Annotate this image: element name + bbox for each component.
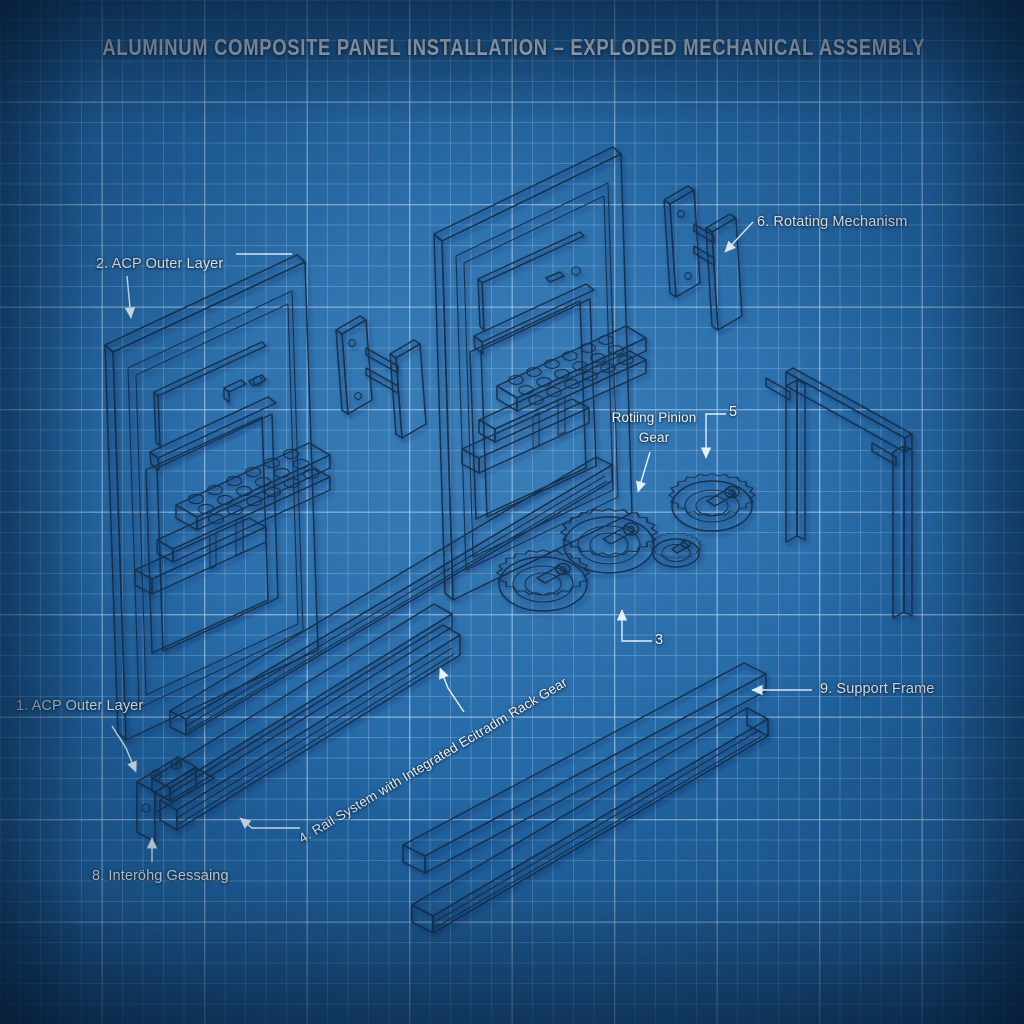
callout-label-1: 1. ACP Outer Layer: [16, 698, 144, 714]
leader-pinion: [636, 451, 651, 493]
leader-2b: [124, 275, 136, 319]
callout-label-2: 2. ACP Outer Layer: [96, 256, 224, 272]
leader-6: [724, 221, 754, 253]
leader-4b: [239, 817, 300, 829]
callout-label-9: 9. Support Frame: [820, 681, 935, 697]
callout-label-8: 8. Interöhg Gessaing: [92, 868, 229, 884]
leader-4a: [439, 667, 465, 713]
callout-label-pinion-line1: Rotiing Pinion: [611, 410, 697, 425]
callout-label-6: 6. Rotating Mechanism: [757, 214, 908, 230]
callout-label-5: 5: [729, 404, 738, 420]
leader-1: [111, 725, 137, 773]
leader-3: [616, 609, 652, 642]
callout-label-3: 3: [655, 632, 664, 648]
page-title: ALUMINUM COMPOSITE PANEL INSTALLATION – …: [102, 34, 926, 60]
leader-5: [700, 413, 726, 459]
callout-label-pinion-line2: Gear: [638, 430, 670, 445]
